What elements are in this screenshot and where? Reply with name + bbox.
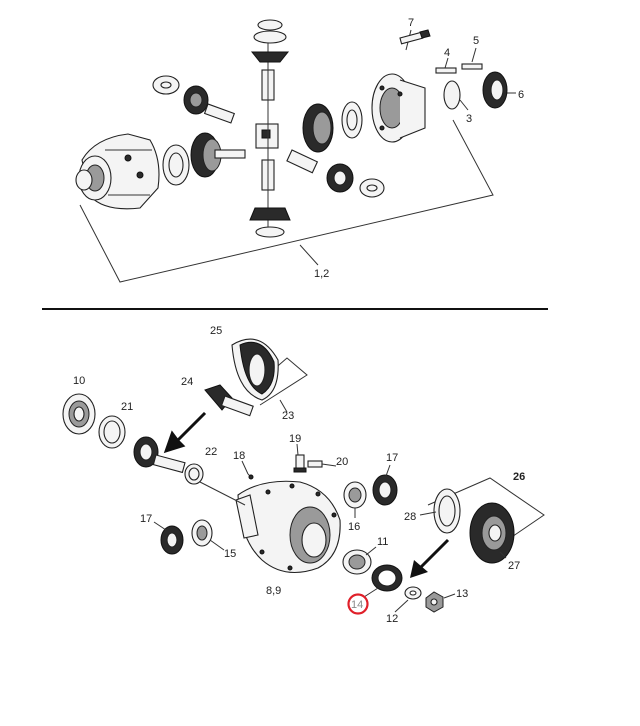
- leader-4: [444, 57, 449, 69]
- ring-gear-25: [231, 338, 279, 401]
- pin-4: [435, 67, 457, 74]
- pinion-assembly: [133, 436, 186, 474]
- leader-17-right: [385, 464, 391, 477]
- callout-14[interactable]: 14: [351, 599, 363, 611]
- callout-26: 26: [513, 471, 525, 483]
- callout-25: 25: [210, 325, 222, 337]
- arrow-lower-shaft: [418, 538, 450, 570]
- callout-18: 18: [233, 450, 245, 462]
- leader-12: [394, 599, 409, 613]
- leader-15: [209, 539, 225, 551]
- callout-22: 22: [205, 446, 217, 458]
- bearing-10: [62, 393, 96, 435]
- leader-22: [199, 481, 246, 506]
- nut-13: [425, 591, 444, 613]
- bearing-17-left: [160, 525, 184, 555]
- pinion-gear-upper-left: [183, 85, 236, 124]
- washer-lower-right: [359, 178, 385, 198]
- callout-3: 3: [466, 113, 472, 125]
- callout-6: 6: [518, 89, 524, 101]
- leader-17-left: [153, 521, 167, 531]
- bearing-cup-15: [191, 519, 213, 547]
- callout-11: 11: [377, 536, 388, 548]
- callout-19: 19: [289, 433, 301, 445]
- callout-12: 12: [386, 613, 398, 625]
- callout-16: 16: [348, 521, 360, 533]
- vent-18: [247, 473, 254, 480]
- leader-20: [321, 463, 337, 467]
- callout-7: 7: [408, 17, 414, 29]
- highlight-ring-14[interactable]: [347, 593, 369, 615]
- leader-27: [499, 551, 507, 559]
- gear-6: [482, 71, 508, 109]
- washer-12: [404, 586, 422, 600]
- axle-housing: [235, 480, 341, 574]
- leader-28: [419, 511, 437, 516]
- thrust-washer-left: [162, 144, 190, 186]
- bracket-1-2: [79, 119, 494, 283]
- callout-23: 23: [282, 410, 294, 422]
- pin-5: [461, 63, 483, 70]
- ring-14: [371, 564, 403, 592]
- callout-1-2: 1,2: [314, 268, 329, 280]
- washer-center: [341, 101, 363, 139]
- arrow-lower-head: [410, 560, 428, 578]
- callout-8-9: 8,9: [266, 585, 281, 597]
- leader-23: [279, 399, 288, 413]
- callout-27: 27: [508, 560, 520, 572]
- side-gear-left: [190, 132, 246, 178]
- leader-11: [365, 546, 377, 556]
- pinion-gear-lower-right: [326, 163, 354, 193]
- pin-7: [399, 29, 431, 45]
- callout-20: 20: [336, 456, 348, 468]
- callout-17-left: 17: [140, 513, 152, 525]
- bottom-assembly: 25 10 24 21 23 22 19 18 20 17 26 17 28 1…: [62, 325, 545, 625]
- leader-13: [443, 593, 456, 599]
- callout-21: 21: [121, 401, 133, 413]
- seal-11: [342, 549, 372, 575]
- seal-21: [98, 415, 126, 449]
- callout-24: 24: [181, 376, 193, 388]
- plug-20: [307, 460, 323, 468]
- bolt-19: [293, 454, 307, 473]
- bracket-26: [427, 477, 545, 546]
- leader-5: [471, 47, 477, 63]
- leader-1-2: [299, 244, 319, 266]
- callout-17-right: 17: [386, 452, 398, 464]
- top-bevel-gear: [250, 19, 290, 63]
- leader-19: [296, 443, 299, 456]
- leader-3: [459, 99, 469, 111]
- oring-3: [443, 80, 461, 110]
- arrow-upper-shaft: [174, 411, 207, 444]
- washer-upper-left: [152, 75, 180, 95]
- callout-15: 15: [224, 548, 236, 560]
- gasket-28: [433, 488, 461, 534]
- case-half-flanged: [371, 73, 426, 143]
- differential-case: [75, 133, 160, 210]
- callout-5: 5: [473, 35, 479, 47]
- bearing-cup-16: [343, 481, 367, 509]
- oring-22: [184, 463, 204, 485]
- pinion-24: [204, 384, 254, 417]
- differential-spider: [255, 40, 319, 230]
- callout-13: 13: [456, 588, 468, 600]
- leader-14: [363, 587, 379, 598]
- callout-28: 28: [404, 511, 416, 523]
- callout-4: 4: [444, 47, 450, 59]
- bottom-bevel-gear: [249, 207, 291, 238]
- cover-27: [469, 502, 515, 564]
- ring-gear-top: [302, 103, 334, 153]
- leader-18: [241, 460, 249, 475]
- bearing-17-right: [372, 474, 398, 506]
- top-assembly: 7 4 5 6 3 1,2: [75, 17, 524, 283]
- callout-10: 10: [73, 375, 85, 387]
